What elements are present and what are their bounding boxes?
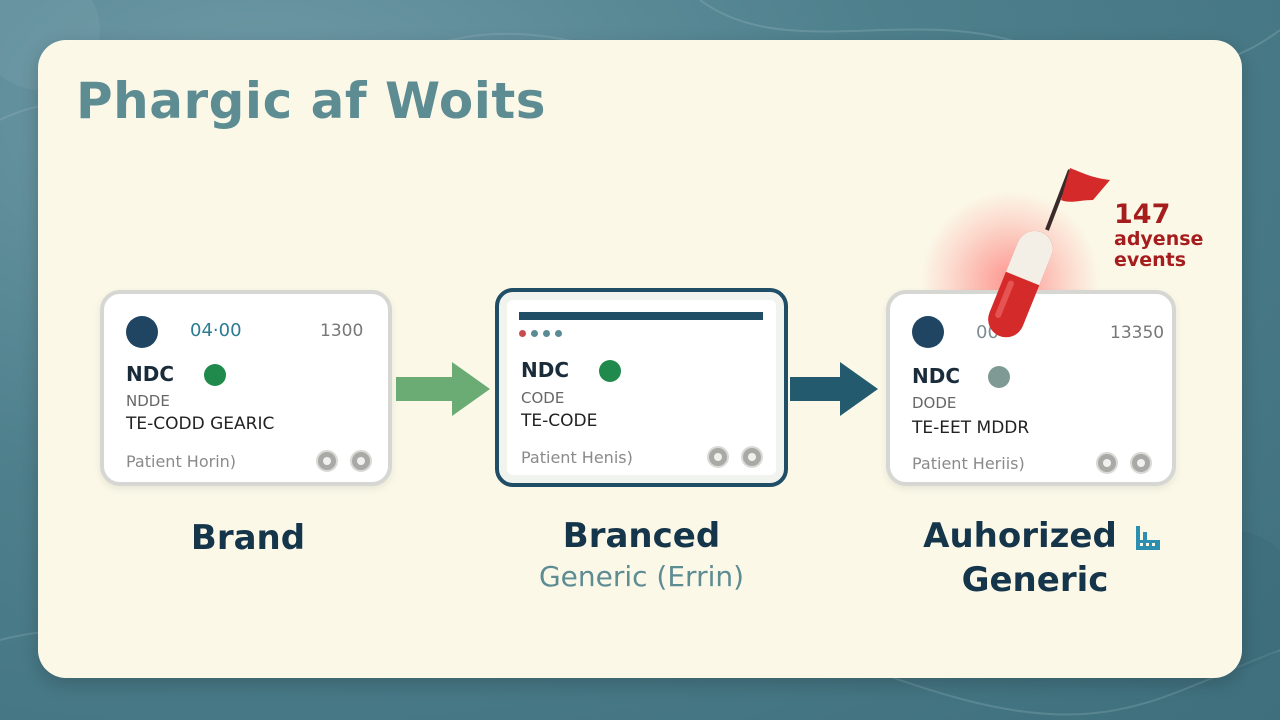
status-dot bbox=[988, 366, 1010, 388]
ndc-label: NDC bbox=[521, 358, 570, 382]
patient-label: Patient Horin) bbox=[126, 452, 237, 471]
flag-icon bbox=[1045, 168, 1110, 231]
branded-generic-label: Branced bbox=[562, 516, 721, 556]
ndc-label: NDC bbox=[912, 364, 961, 388]
ndc-label: NDC bbox=[126, 362, 175, 386]
card-number: 13350 bbox=[1110, 323, 1165, 343]
window-dot bbox=[543, 330, 550, 337]
card-line-3: TE-CODE bbox=[521, 411, 598, 431]
diagram-title: Phargic af Woits bbox=[76, 72, 547, 130]
pill-icon bbox=[988, 230, 1053, 338]
window-dot bbox=[519, 330, 526, 337]
refresh-icon bbox=[1130, 452, 1152, 474]
authorized-generic-label: Auhorized bbox=[923, 516, 1117, 556]
refresh-icon bbox=[350, 450, 372, 472]
card-header-bar bbox=[519, 312, 763, 320]
event-text-line-2: events bbox=[1114, 248, 1187, 271]
arrow-right-icon bbox=[396, 362, 490, 416]
refresh-icon bbox=[741, 446, 763, 468]
event-count: 147 bbox=[1114, 199, 1171, 230]
branded-generic-card: NDC CODE TE-CODE Patient Henis) bbox=[495, 288, 788, 487]
avatar bbox=[126, 316, 158, 348]
card-line-2: NDDE bbox=[126, 392, 170, 410]
arrow-right-icon bbox=[790, 362, 878, 416]
event-text-line-1: adyense bbox=[1114, 228, 1204, 251]
toggle-icon bbox=[1096, 452, 1118, 474]
card-code: 04·00 bbox=[190, 320, 242, 341]
toggle-icon bbox=[316, 450, 338, 472]
window-dot bbox=[555, 330, 562, 337]
card-line-3: TE-EET MDDR bbox=[912, 418, 1030, 438]
authorized-generic-card: 00 13350 NDC DODE TE-EET MDDR Patient He… bbox=[886, 290, 1176, 486]
adverse-events-callout: 147 adyense events bbox=[1114, 200, 1203, 270]
patient-label: Patient Henis) bbox=[521, 448, 633, 467]
toggle-icon bbox=[707, 446, 729, 468]
status-dot bbox=[599, 360, 621, 382]
card-line-3: TE-CODD GEARIC bbox=[126, 414, 275, 434]
branded-generic-sublabel: Generic (Errin) bbox=[538, 560, 745, 593]
patient-label: Patient Heriis) bbox=[912, 454, 1025, 473]
brand-card: 04·00 1300 NDC NDDE TE-CODD GEARIC Patie… bbox=[100, 290, 392, 486]
brand-label: Brand bbox=[190, 518, 306, 558]
status-dot bbox=[204, 364, 226, 386]
authorized-generic-label-line-2: Generic bbox=[961, 560, 1109, 600]
factory-icon bbox=[1136, 526, 1160, 550]
window-dot bbox=[531, 330, 538, 337]
card-line-2: DODE bbox=[912, 394, 957, 412]
card-number: 1300 bbox=[320, 321, 364, 341]
avatar bbox=[912, 316, 944, 348]
card-line-2: CODE bbox=[521, 389, 565, 407]
